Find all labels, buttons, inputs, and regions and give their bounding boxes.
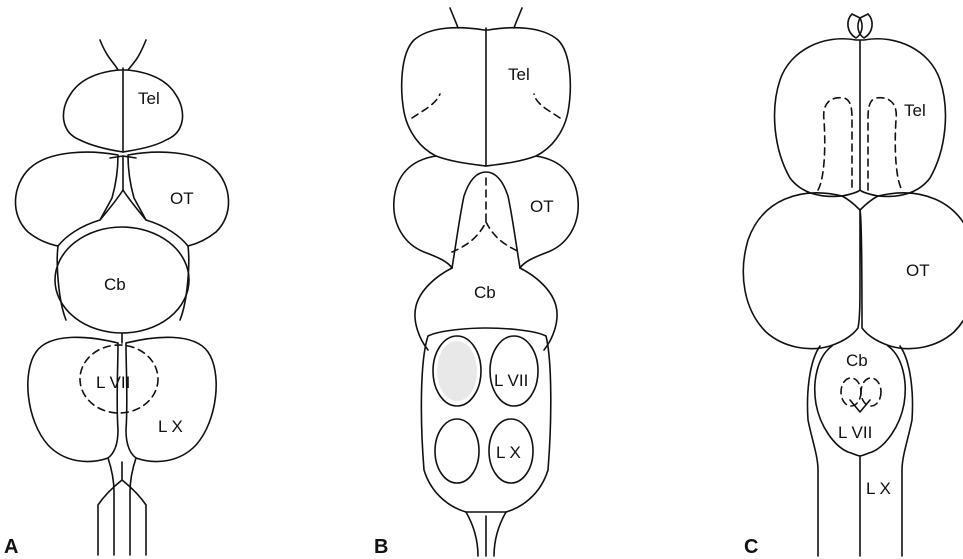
olfactory-tract-right-b	[514, 8, 522, 28]
olfactory-tract-left	[100, 40, 118, 70]
label-lvii-c: L VII	[838, 423, 872, 442]
telencephalon-dash-right-b	[534, 94, 560, 118]
medulla-right-a	[122, 480, 146, 555]
panel-b: Tel OT Cb L VII L X B	[374, 8, 578, 558]
medulla-left-a	[98, 462, 122, 555]
telencephalon-dash-left-c	[818, 98, 852, 190]
vagal-lobe-right-a	[126, 337, 216, 461]
vagal-lobe-left-b	[435, 419, 479, 483]
olfactory-tract-right	[128, 40, 146, 70]
cerebellum-b	[415, 268, 557, 350]
label-lx-a: L X	[158, 417, 183, 436]
label-tel-b: Tel	[508, 65, 530, 84]
panel-c: Tel OT Cb L VII L X C	[743, 14, 963, 558]
olfactory-tract-left-b	[450, 8, 458, 28]
label-tel-a: Tel	[138, 89, 160, 108]
body-outline-right-a	[180, 246, 189, 320]
tectum-dash-left-b	[452, 178, 486, 252]
label-lvii-b: L VII	[494, 371, 528, 390]
vagal-lobe-left-a	[28, 337, 118, 461]
label-lvii-a: L VII	[96, 373, 130, 392]
tectal-fork-right-a	[123, 190, 146, 220]
label-cb-b: Cb	[474, 283, 496, 302]
spinal-cord-right-b	[494, 512, 506, 556]
optic-tectum-c	[743, 193, 963, 349]
telencephalon-dash-left-b	[412, 94, 440, 118]
label-lx-c: L X	[866, 479, 891, 498]
tectal-fork-left-a	[100, 156, 123, 220]
label-ot-a: OT	[170, 189, 194, 208]
optic-tectum-left-a	[15, 152, 118, 246]
facial-lobe-stipple-b	[437, 341, 477, 401]
spinal-cord-left-b	[466, 512, 478, 556]
telencephalon-dash-right-c	[868, 98, 902, 190]
olfactory-bulb-right-c	[858, 14, 872, 38]
panel-letter-a: A	[4, 536, 18, 558]
label-ot-b: OT	[530, 197, 554, 216]
spinal-cord-left-a	[108, 458, 114, 555]
panel-letter-b: B	[374, 536, 388, 558]
panel-letter-c: C	[744, 536, 758, 558]
hindbrain-right-c	[900, 346, 913, 556]
label-lx-b: L X	[496, 443, 521, 462]
hindbrain-left-c	[808, 346, 821, 556]
label-cb-c: Cb	[846, 351, 868, 370]
facial-lobe-dash-right-c	[861, 378, 881, 406]
label-tel-c: Tel	[904, 101, 926, 120]
panel-a: Tel OT Cb L VII L X A	[4, 40, 229, 558]
label-cb-a: Cb	[104, 275, 126, 294]
tectal-junction-c	[842, 196, 878, 210]
label-ot-c: OT	[906, 261, 930, 280]
spinal-cord-right-a	[130, 458, 136, 555]
